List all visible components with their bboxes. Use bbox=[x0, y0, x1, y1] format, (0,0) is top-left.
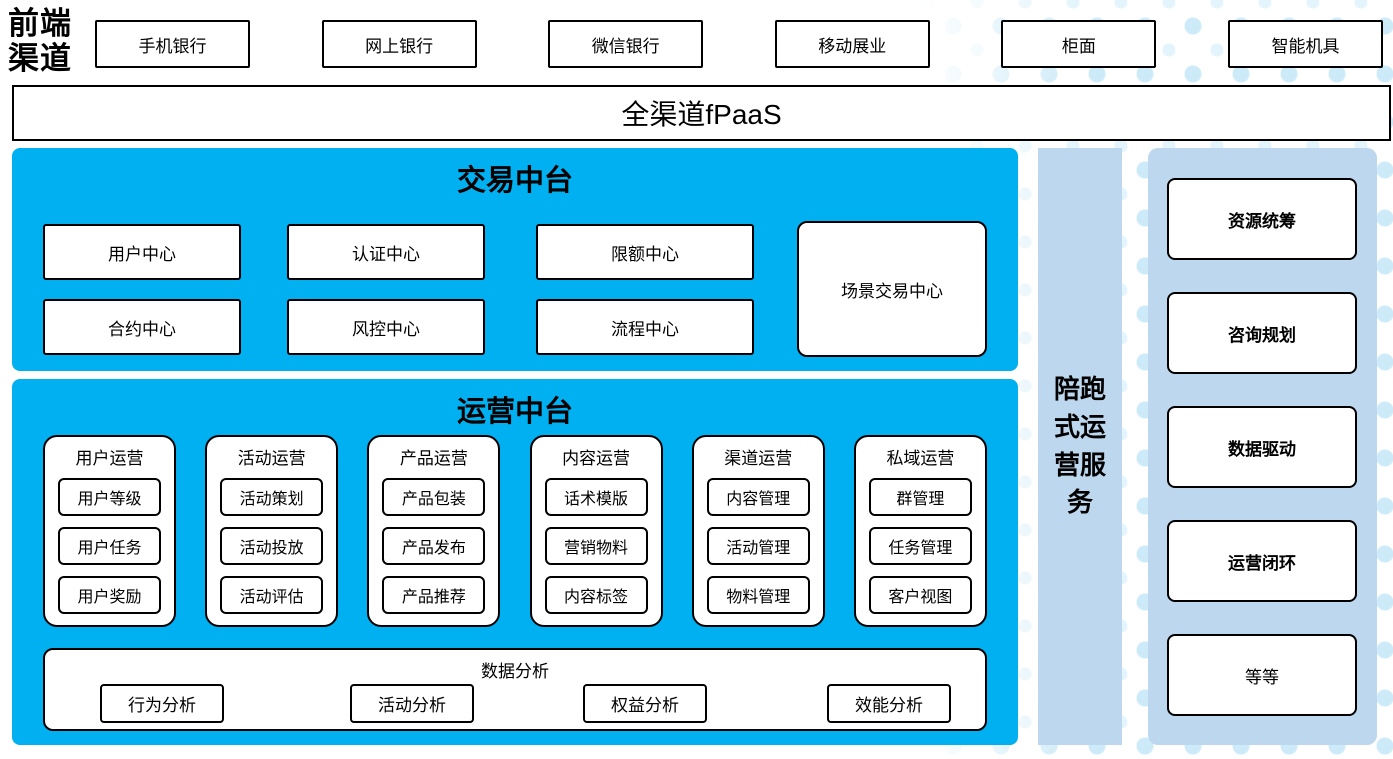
center-box-auth: 认证中心 bbox=[287, 224, 485, 280]
center-box-limit: 限额中心 bbox=[536, 224, 754, 280]
front-channel-row: 手机银行 网上银行 微信银行 移动展业 柜面 智能机具 bbox=[95, 20, 1383, 68]
ops-item: 物料管理 bbox=[706, 576, 810, 614]
scenario-transaction-center-box: 场景交易中心 bbox=[797, 221, 987, 357]
ops-item: 内容标签 bbox=[544, 576, 648, 614]
ops-item: 活动投放 bbox=[220, 527, 324, 565]
companion-box-consulting: 咨询规划 bbox=[1167, 292, 1357, 374]
omnichannel-fpaas-bar: 全渠道fPaaS bbox=[12, 85, 1391, 141]
ops-item: 内容管理 bbox=[706, 478, 810, 516]
ops-item: 产品推荐 bbox=[382, 576, 486, 614]
operations-columns: 用户运营 用户等级 用户任务 用户奖励 活动运营 活动策划 活动投放 活动评估 … bbox=[43, 435, 987, 627]
channel-box-smart-machines: 智能机具 bbox=[1227, 20, 1383, 68]
ops-item: 活动策划 bbox=[220, 478, 324, 516]
center-box-process: 流程中心 bbox=[536, 299, 754, 355]
ops-item: 任务管理 bbox=[868, 527, 972, 565]
ops-column-title: 用户运营 bbox=[75, 449, 144, 468]
ops-item: 用户任务 bbox=[58, 527, 161, 565]
ops-item: 群管理 bbox=[868, 478, 972, 516]
ops-item: 产品发布 bbox=[382, 527, 486, 565]
data-analysis-bar: 数据分析 行为分析 活动分析 权益分析 效能分析 bbox=[43, 648, 987, 731]
analysis-box-benefit: 权益分析 bbox=[583, 684, 707, 723]
companion-service-panel: 资源统筹 咨询规划 数据驱动 运营闭环 等等 bbox=[1148, 148, 1377, 745]
center-box-contract: 合约中心 bbox=[43, 299, 241, 355]
channel-box-online-banking: 网上银行 bbox=[321, 20, 477, 68]
operations-platform-panel: 运营中台 用户运营 用户等级 用户任务 用户奖励 活动运营 活动策划 活动投放 … bbox=[12, 379, 1018, 745]
ops-item: 用户奖励 bbox=[58, 576, 161, 614]
companion-service-bar: 陪跑式运营服务 bbox=[1038, 148, 1122, 745]
channel-box-counter: 柜面 bbox=[1001, 20, 1157, 68]
analysis-box-efficiency: 效能分析 bbox=[827, 684, 951, 723]
analysis-box-behavior: 行为分析 bbox=[100, 684, 224, 723]
channel-box-wechat-banking: 微信银行 bbox=[548, 20, 704, 68]
ops-item: 产品包装 bbox=[382, 478, 486, 516]
ops-column-title: 内容运营 bbox=[562, 449, 631, 468]
ops-item: 客户视图 bbox=[868, 576, 972, 614]
ops-column-content: 内容运营 话术模版 营销物料 内容标签 bbox=[529, 435, 663, 627]
data-analysis-title: 数据分析 bbox=[481, 662, 549, 681]
ops-column-title: 私域运营 bbox=[886, 449, 955, 468]
ops-item: 活动管理 bbox=[706, 527, 810, 565]
ops-column-user: 用户运营 用户等级 用户任务 用户奖励 bbox=[43, 435, 176, 627]
ops-item: 活动评估 bbox=[220, 576, 324, 614]
ops-column-product: 产品运营 产品包装 产品发布 产品推荐 bbox=[367, 435, 501, 627]
ops-item: 用户等级 bbox=[58, 478, 161, 516]
companion-box-resource-planning: 资源统筹 bbox=[1167, 178, 1357, 260]
front-channels-label: 前端渠道 bbox=[8, 6, 72, 77]
analysis-box-activity: 活动分析 bbox=[350, 684, 474, 723]
ops-column-private-domain: 私域运营 群管理 任务管理 客户视图 bbox=[853, 435, 987, 627]
channel-box-mobile-sales: 移动展业 bbox=[774, 20, 930, 68]
companion-box-data-driven: 数据驱动 bbox=[1167, 406, 1357, 488]
ops-column-channel: 渠道运营 内容管理 活动管理 物料管理 bbox=[691, 435, 825, 627]
transaction-platform-panel: 交易中台 用户中心 认证中心 限额中心 合约中心 风控中心 流程中心 场景交易中… bbox=[12, 148, 1018, 371]
ops-item: 营销物料 bbox=[544, 527, 648, 565]
companion-box-etc: 等等 bbox=[1167, 634, 1357, 716]
channel-box-mobile-banking: 手机银行 bbox=[95, 20, 250, 68]
companion-box-closed-loop: 运营闭环 bbox=[1167, 520, 1357, 602]
companion-service-bar-label: 陪跑式运营服务 bbox=[1053, 374, 1106, 518]
ops-column-title: 产品运营 bbox=[399, 449, 468, 468]
center-box-user: 用户中心 bbox=[43, 224, 241, 280]
ops-column-title: 渠道运营 bbox=[724, 449, 793, 468]
ops-column-title: 活动运营 bbox=[237, 449, 306, 468]
ops-column-activity: 活动运营 活动策划 活动投放 活动评估 bbox=[205, 435, 339, 627]
ops-item: 话术模版 bbox=[544, 478, 648, 516]
operations-platform-title: 运营中台 bbox=[456, 396, 573, 428]
transaction-platform-title: 交易中台 bbox=[456, 165, 573, 197]
center-box-risk: 风控中心 bbox=[287, 299, 485, 355]
